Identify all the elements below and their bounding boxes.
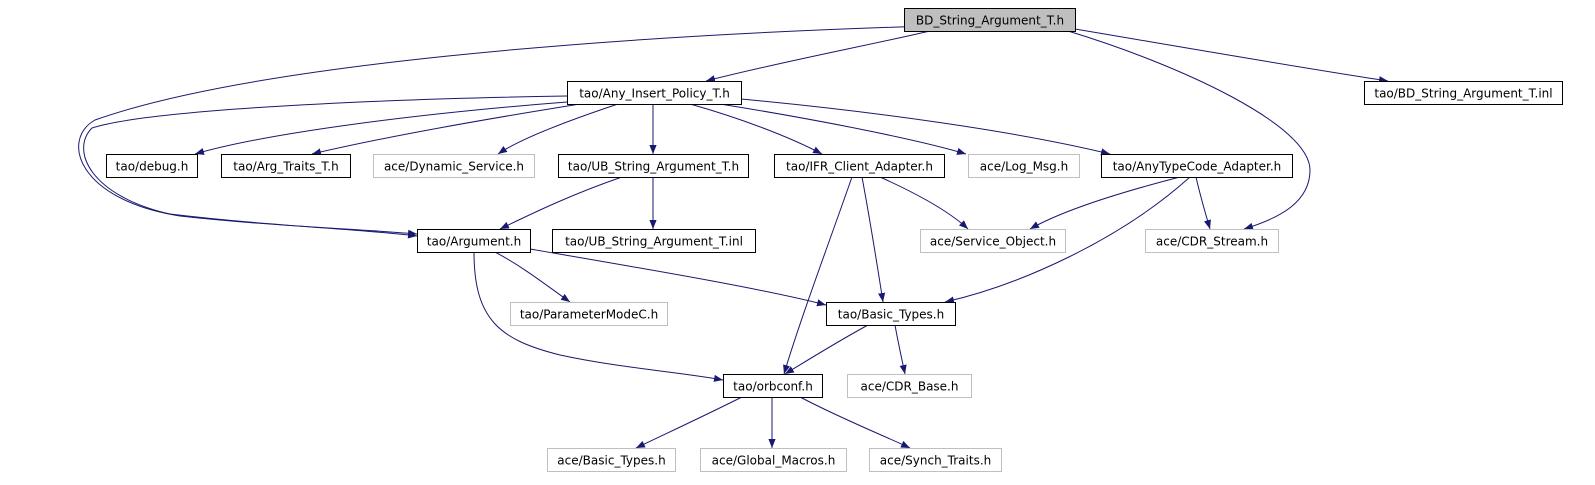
node-layer: BD_String_Argument_T.h tao/Any_Insert_Pol… <box>106 8 1563 472</box>
node-label: tao/ParameterModeC.h <box>520 308 658 322</box>
edge-ub_h-to-argument <box>499 176 623 230</box>
node-label: tao/Argument.h <box>427 235 521 249</box>
edge-anytc-to-basic_types <box>944 176 1191 304</box>
node-box <box>552 229 756 253</box>
edge-basic_types-to-cdr_base <box>894 324 907 375</box>
node-global-macros: ace/Global_Macros.h <box>700 448 847 472</box>
node-label: tao/AnyTypeCode_Adapter.h <box>1113 160 1282 174</box>
edge-any_insert-to-debug <box>194 101 568 155</box>
edge-anytc-to-cdr_stream <box>1195 176 1211 230</box>
node-label: ace/Log_Msg.h <box>980 160 1068 174</box>
node-box <box>417 229 531 253</box>
node-box <box>968 154 1080 178</box>
node-label: ace/Service_Object.h <box>930 235 1056 249</box>
node-box <box>847 374 972 398</box>
edge-anytc-to-service_obj <box>1029 176 1181 230</box>
node-cdr-stream: ace/CDR_Stream.h <box>1145 229 1279 253</box>
edge-orbconf-to-synch_traits <box>799 396 911 449</box>
node-ub-h[interactable]: tao/UB_String_Argument_T.h <box>558 154 749 178</box>
edge-bd_h-to-any_insert <box>705 30 931 83</box>
node-box <box>547 448 676 472</box>
edge-argument-to-orbconf <box>473 251 724 382</box>
node-label: tao/Arg_Traits_T.h <box>233 160 338 174</box>
node-service-obj: ace/Service_Object.h <box>920 229 1066 253</box>
node-box <box>567 81 742 105</box>
edge-any_insert-to-ifr <box>689 103 823 155</box>
edge-any_insert-to-argument <box>83 95 568 239</box>
edge-basic_types-to-orbconf <box>784 324 869 375</box>
node-bd-h[interactable]: BD_String_Argument_T.h <box>904 8 1076 32</box>
node-orbconf[interactable]: tao/orbconf.h <box>723 374 823 398</box>
node-box <box>723 374 823 398</box>
node-box <box>700 448 847 472</box>
edge-any_insert-to-arg_traits <box>311 103 581 156</box>
node-box <box>373 154 535 178</box>
node-label: tao/UB_String_Argument_T.inl <box>565 235 743 249</box>
edge-argument-to-basic_types <box>529 248 827 307</box>
node-label: ace/Basic_Types.h <box>557 454 665 468</box>
node-label: tao/IFR_Client_Adapter.h <box>786 160 933 174</box>
edge-bd_h-to-argument <box>78 25 931 237</box>
node-debug[interactable]: tao/debug.h <box>106 154 198 178</box>
node-label: ace/CDR_Stream.h <box>1156 235 1268 249</box>
node-label: tao/UB_String_Argument_T.h <box>568 160 739 174</box>
node-box <box>106 154 198 178</box>
node-argument[interactable]: tao/Argument.h <box>417 229 531 253</box>
edge-argument-to-param_mode <box>494 251 571 303</box>
node-box <box>1364 81 1563 105</box>
edge-any_insert-to-dyn_service <box>497 103 619 155</box>
node-label: tao/orbconf.h <box>733 380 813 394</box>
node-log-msg: ace/Log_Msg.h <box>968 154 1080 178</box>
node-box <box>904 8 1076 32</box>
node-label: tao/BD_String_Argument_T.inl <box>1374 87 1552 101</box>
edge-bd_h-to-cdr_stream <box>1067 30 1311 230</box>
node-box <box>869 448 1002 472</box>
node-label: ace/CDR_Base.h <box>861 380 959 394</box>
node-basic-types[interactable]: tao/Basic_Types.h <box>826 302 956 326</box>
node-label: ace/Synch_Traits.h <box>880 454 991 468</box>
node-arg-traits[interactable]: tao/Arg_Traits_T.h <box>221 154 351 178</box>
node-box <box>826 302 956 326</box>
node-ub-inl[interactable]: tao/UB_String_Argument_T.inl <box>552 229 756 253</box>
node-label: tao/debug.h <box>116 160 189 174</box>
edge-layer <box>78 25 1389 449</box>
edge-any_insert-to-anytc <box>740 98 1111 156</box>
node-box <box>774 154 945 178</box>
node-param-mode: tao/ParameterModeC.h <box>510 302 668 326</box>
edge-any_insert-to-log_msg <box>719 103 967 155</box>
edge-bd_h-to-bd_inl <box>1074 28 1389 84</box>
node-box <box>510 302 668 326</box>
node-box <box>920 229 1066 253</box>
node-bd-inl[interactable]: tao/BD_String_Argument_T.inl <box>1364 81 1563 105</box>
node-label: ace/Dynamic_Service.h <box>384 160 524 174</box>
node-box <box>1101 154 1293 178</box>
edge-ifr-to-orbconf <box>783 176 853 375</box>
node-cdr-base: ace/CDR_Base.h <box>847 374 972 398</box>
node-box <box>221 154 351 178</box>
node-label: BD_String_Argument_T.h <box>916 14 1064 28</box>
edge-ifr-to-basic_types <box>861 176 886 303</box>
node-box <box>1145 229 1279 253</box>
edge-ifr-to-service_obj <box>879 176 969 230</box>
node-label: tao/Any_Insert_Policy_T.h <box>579 87 730 101</box>
edge-orbconf-to-ace_basic <box>635 396 743 449</box>
node-synch-traits: ace/Synch_Traits.h <box>869 448 1002 472</box>
node-any-insert[interactable]: tao/Any_Insert_Policy_T.h <box>567 81 742 105</box>
node-dyn-service: ace/Dynamic_Service.h <box>373 154 535 178</box>
node-label: ace/Global_Macros.h <box>712 454 836 468</box>
node-box <box>558 154 749 178</box>
node-ace-basic: ace/Basic_Types.h <box>547 448 676 472</box>
node-label: tao/Basic_Types.h <box>838 308 944 322</box>
node-ifr[interactable]: tao/IFR_Client_Adapter.h <box>774 154 945 178</box>
node-anytc[interactable]: tao/AnyTypeCode_Adapter.h <box>1101 154 1293 178</box>
